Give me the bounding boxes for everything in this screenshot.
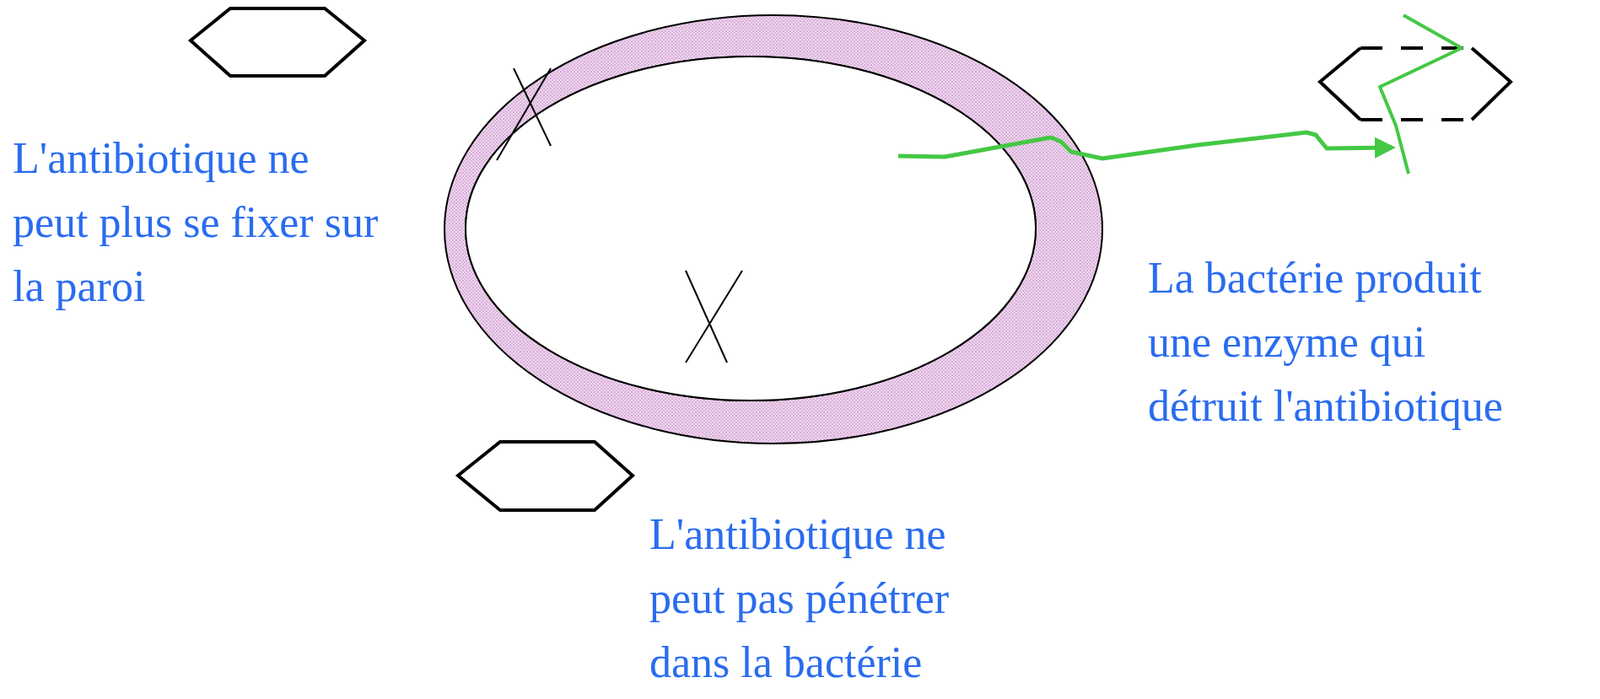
bacterial-inner-outline <box>465 56 1036 401</box>
annotation-text: L'antibiotique ne peut pas pénétrer dans… <box>649 502 1021 695</box>
label-container: L'antibiotique ne peut pas pénétrer dans… <box>649 502 1021 695</box>
antibiotic-hexagon <box>457 441 633 511</box>
annotation-text: L'antibiotique ne peut plus se fixer sur… <box>12 126 388 319</box>
bacterial-wall <box>444 15 1103 444</box>
label-container: L'antibiotique ne peut plus se fixer sur… <box>12 126 388 319</box>
antibiotic-hexagon <box>190 8 365 76</box>
enzyme-arrow <box>898 132 1392 159</box>
cross-mark <box>496 68 551 161</box>
cross-mark <box>685 270 743 363</box>
label-container: La bactérie produit une enzyme qui détru… <box>1147 246 1545 439</box>
annotation-text: La bactérie produit une enzyme qui détru… <box>1147 246 1545 439</box>
enzyme-cut <box>1379 15 1462 174</box>
destroyed-antibiotic <box>1319 48 1511 120</box>
